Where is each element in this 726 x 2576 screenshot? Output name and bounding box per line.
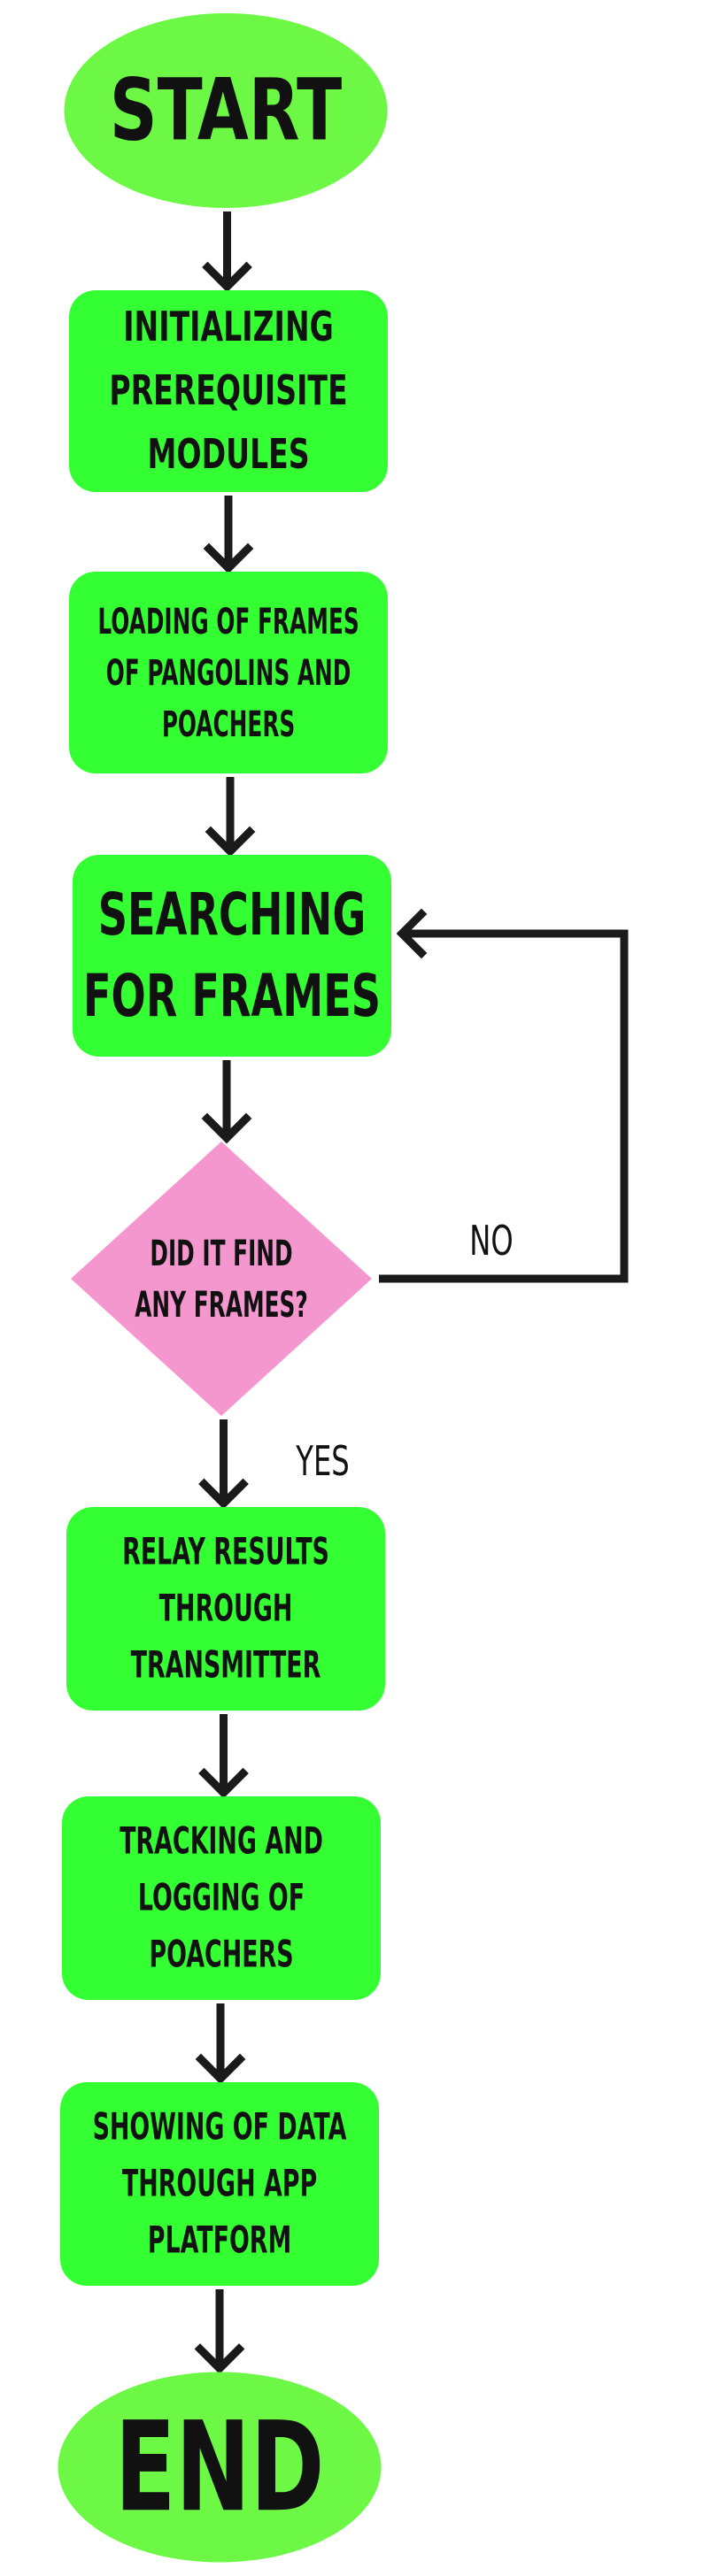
edge-line-no-loop: [379, 929, 629, 1283]
node-load: LOADING OF FRAMES OF PANGOLINS AND POACHER…: [69, 572, 388, 773]
edge-label-no: NO: [469, 1218, 513, 1265]
arrowhead-init-load: [203, 542, 254, 574]
node-label-search-line-1: SEARCHING: [98, 881, 366, 949]
node-label-relay-line-2: THROUGH: [159, 1588, 293, 1631]
node-label-track-line-2: LOGGING OF: [138, 1877, 305, 1920]
edge-relay-to-track: [198, 1714, 249, 1799]
node-end: END: [58, 2372, 382, 2563]
edge-decide-to-relay: [198, 1419, 249, 1510]
node-label-load-line-2: OF PANGOLINS AND: [106, 652, 351, 694]
terminal-ellipse-start: [64, 13, 388, 208]
decision-diamond-decide: [71, 1142, 372, 1416]
arrowhead-search-decide: [201, 1112, 252, 1144]
node-label-init-line-2: PREREQUISITE: [109, 368, 347, 415]
node-label-decide-line-2: ANY FRAMES?: [135, 1284, 308, 1326]
edges-layer: [194, 211, 629, 2374]
node-label-track-line-3: POACHERS: [149, 1934, 293, 1977]
arrowhead-start-init: [202, 261, 252, 293]
edge-label-yes: YES: [295, 1438, 349, 1485]
nodes-layer: START INITIALIZING PREREQUISITE MODULES LOAD…: [58, 13, 391, 2563]
node-label-end-line-1: END: [115, 2395, 325, 2540]
node-label-show-line-1: SHOWING OF DATA: [93, 2106, 347, 2149]
process-box-search: [73, 855, 391, 1057]
arrowhead-track-show: [195, 2053, 246, 2085]
node-label-init-line-3: MODULES: [147, 432, 309, 479]
process-box-show: [60, 2082, 379, 2286]
edge-search-to-decide: [201, 1060, 252, 1144]
node-init: INITIALIZING PREREQUISITE MODULES: [69, 290, 388, 492]
arrowhead-load-search: [205, 826, 256, 857]
edge-decide-to-search: [379, 908, 629, 1283]
node-label-start-line-1: START: [110, 61, 343, 160]
node-search: SEARCHING FOR FRAMES: [73, 855, 391, 1057]
edge-labels-layer: YES NO: [295, 1218, 513, 1485]
arrowhead-show-end: [194, 2343, 245, 2374]
node-show: SHOWING OF DATA THROUGH APP PLATFORM: [60, 2082, 379, 2286]
terminal-ellipse-end: [58, 2372, 382, 2563]
node-decide: DID IT FIND ANY FRAMES?: [71, 1142, 372, 1416]
node-label-decide-line-1: DID IT FIND: [150, 1233, 292, 1274]
node-relay: RELAY RESULTS THROUGH TRANSMITTER: [66, 1507, 385, 1711]
process-box-relay: [66, 1507, 385, 1711]
arrowhead-no-loop: [396, 908, 428, 959]
node-label-track-line-1: TRACKING AND: [120, 1820, 323, 1864]
process-box-load: [69, 572, 388, 773]
edge-load-to-search: [205, 777, 256, 857]
node-label-load-line-1: LOADING OF FRAMES: [97, 601, 359, 642]
node-label-search-line-2: FOR FRAMES: [83, 963, 381, 1030]
node-label-show-line-3: PLATFORM: [148, 2219, 291, 2263]
arrowhead-decide-relay: [198, 1478, 249, 1510]
node-label-relay-line-3: TRANSMITTER: [131, 1644, 321, 1688]
process-box-track: [62, 1796, 381, 2000]
node-start: START: [64, 13, 388, 208]
edge-track-to-show: [195, 2003, 246, 2085]
arrowhead-relay-track: [198, 1767, 249, 1799]
edge-show-to-end: [194, 2289, 245, 2374]
process-box-init: [69, 290, 388, 492]
node-label-relay-line-1: RELAY RESULTS: [122, 1531, 329, 1574]
node-label-load-line-3: POACHERS: [162, 704, 296, 745]
edge-start-to-init: [202, 211, 252, 293]
edge-init-to-load: [203, 496, 254, 574]
node-track: TRACKING AND LOGGING OF POACHERS: [62, 1796, 381, 2000]
node-label-init-line-1: INITIALIZING: [123, 304, 334, 351]
node-label-show-line-2: THROUGH APP: [122, 2163, 317, 2206]
